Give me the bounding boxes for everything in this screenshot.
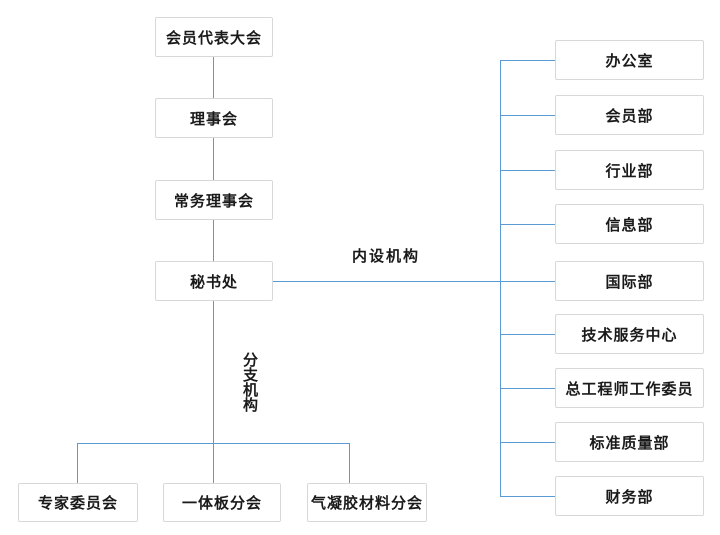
org-box-tech-service-center: 技术服务中心 <box>555 314 704 354</box>
org-box-standards-quality-dept: 标准质量部 <box>555 422 704 462</box>
connector-line <box>500 224 555 225</box>
org-box-aerogel-materials-branch: 气凝胶材料分会 <box>307 483 427 522</box>
org-box-information-dept: 信息部 <box>555 204 704 244</box>
org-box-integrated-panel-branch: 一体板分会 <box>163 483 281 522</box>
org-box-council: 理事会 <box>155 98 273 138</box>
org-box-international-dept: 国际部 <box>555 261 704 301</box>
connector-line <box>349 443 350 483</box>
connector-line <box>213 220 214 261</box>
org-box-chief-engineer-committee: 总工程师工作委员 <box>555 368 704 408</box>
connector-line <box>500 60 555 61</box>
connector-line <box>500 388 555 389</box>
org-box-office: 办公室 <box>555 40 704 80</box>
connector-line <box>500 334 555 335</box>
connector-line <box>213 301 214 483</box>
org-box-member-congress: 会员代表大会 <box>155 17 273 57</box>
connector-line <box>77 443 78 483</box>
internal-depts-group-label: 内设机构 <box>352 248 421 265</box>
connector-line <box>213 57 214 98</box>
branch-orgs-group-label: 分支机构 <box>241 352 258 412</box>
org-box-industry-dept: 行业部 <box>555 150 704 190</box>
connector-line <box>500 170 555 171</box>
connector-line <box>500 115 555 116</box>
org-box-expert-committee: 专家委员会 <box>18 483 138 522</box>
connector-line <box>273 281 555 282</box>
connector-line <box>213 138 214 180</box>
connector-line <box>500 442 555 443</box>
org-box-finance-dept: 财务部 <box>555 476 704 516</box>
org-box-standing-council: 常务理事会 <box>155 180 273 220</box>
org-box-membership-dept: 会员部 <box>555 95 704 135</box>
connector-line <box>77 443 350 444</box>
connector-line <box>500 60 501 497</box>
org-box-secretariat: 秘书处 <box>155 261 273 301</box>
connector-line <box>500 496 555 497</box>
